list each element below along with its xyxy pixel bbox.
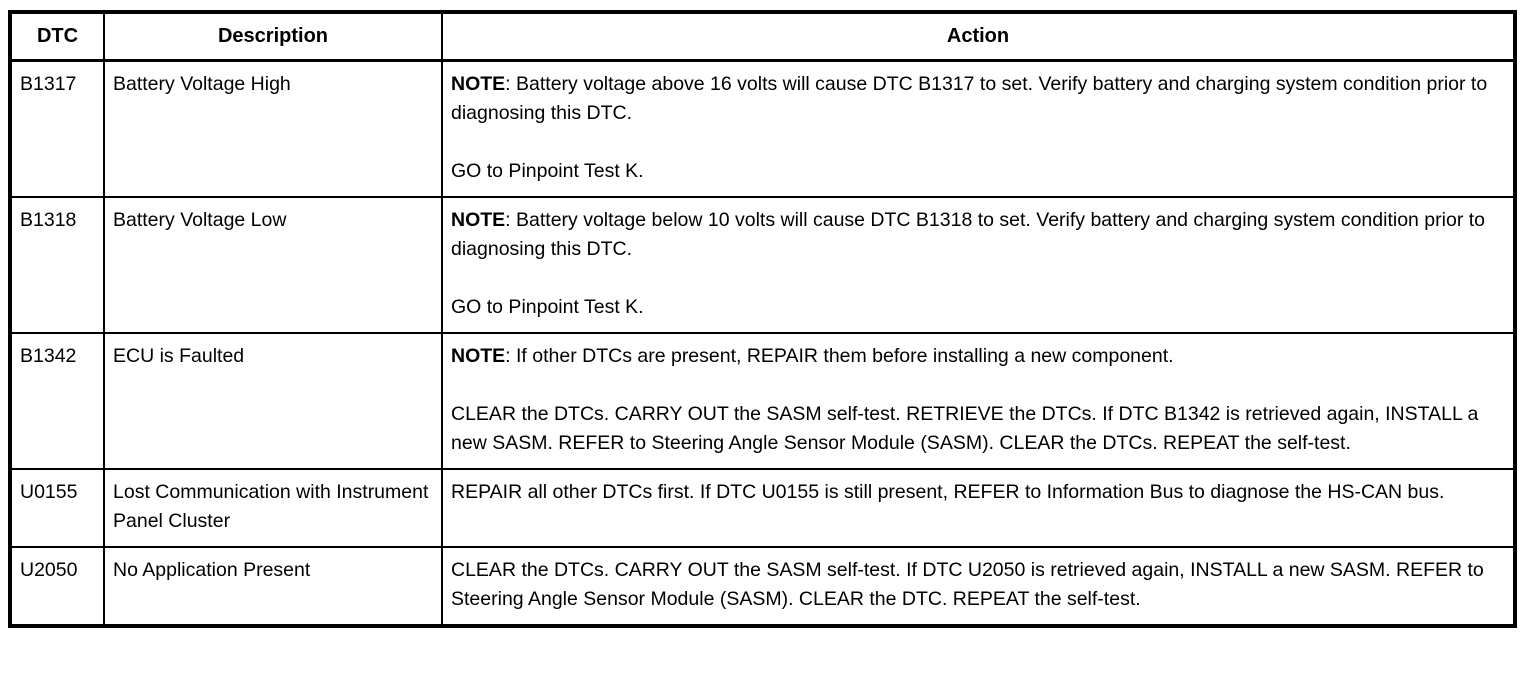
dtc-description: No Application Present — [103, 546, 443, 627]
table-row-b1342: B1342 ECU is Faulted NOTE: If other DTCs… — [9, 332, 1516, 470]
header-row: DTC Description Action — [9, 11, 1516, 62]
table-row-b1318: B1318 Battery Voltage Low NOTE: Battery … — [9, 196, 1516, 334]
dtc-action: REPAIR all other DTCs first. If DTC U015… — [441, 468, 1516, 548]
action-paragraph: GO to Pinpoint Test K. — [451, 160, 644, 182]
dtc-description: Battery Voltage Low — [103, 196, 443, 334]
note-text: : Battery voltage below 10 volts will ca… — [451, 209, 1485, 260]
dtc-description: Battery Voltage High — [103, 59, 443, 198]
header-description: Description — [103, 11, 443, 62]
action-note-paragraph: NOTE: If other DTCs are present, REPAIR … — [451, 342, 1505, 371]
note-text: : Battery voltage above 16 volts will ca… — [451, 73, 1488, 124]
table-header-row: DTC Description Action — [9, 11, 1516, 62]
dtc-code: B1317 — [9, 59, 105, 198]
dtc-description: ECU is Faulted — [103, 332, 443, 470]
action-note-paragraph: NOTE: Battery voltage below 10 volts wil… — [451, 206, 1505, 264]
action-note-paragraph: NOTE: Battery voltage above 16 volts wil… — [451, 70, 1505, 128]
action-paragraph: GO to Pinpoint Test K. — [451, 296, 644, 318]
dtc-action: NOTE: Battery voltage below 10 volts wil… — [441, 196, 1516, 334]
dtc-action: CLEAR the DTCs. CARRY OUT the SASM self-… — [441, 546, 1516, 627]
dtc-code: U0155 — [9, 468, 105, 548]
header-action: Action — [441, 11, 1516, 62]
dtc-code: U2050 — [9, 546, 105, 627]
dtc-action: NOTE: If other DTCs are present, REPAIR … — [441, 332, 1516, 470]
action-paragraph: CLEAR the DTCs. CARRY OUT the SASM self-… — [451, 403, 1479, 454]
dtc-description: Lost Communication with Instrument Panel… — [103, 468, 443, 548]
dtc-action: NOTE: Battery voltage above 16 volts wil… — [441, 59, 1516, 198]
dtc-code: B1318 — [9, 196, 105, 334]
note-label: NOTE — [451, 73, 506, 95]
dtc-table: DTC Description Action B1317 Battery Vol… — [8, 10, 1517, 628]
note-text: : If other DTCs are present, REPAIR them… — [505, 345, 1174, 367]
table-row-b1317: B1317 Battery Voltage High NOTE: Battery… — [9, 59, 1516, 198]
dtc-code: B1342 — [9, 332, 105, 470]
action-paragraph: REPAIR all other DTCs first. If DTC U015… — [451, 481, 1445, 503]
header-dtc: DTC — [9, 11, 105, 62]
action-paragraph: CLEAR the DTCs. CARRY OUT the SASM self-… — [451, 559, 1484, 610]
note-label: NOTE — [451, 345, 506, 367]
table-row-u0155: U0155 Lost Communication with Instrument… — [9, 468, 1516, 548]
table-row-u2050: U2050 No Application Present CLEAR the D… — [9, 546, 1516, 627]
note-label: NOTE — [451, 209, 506, 231]
